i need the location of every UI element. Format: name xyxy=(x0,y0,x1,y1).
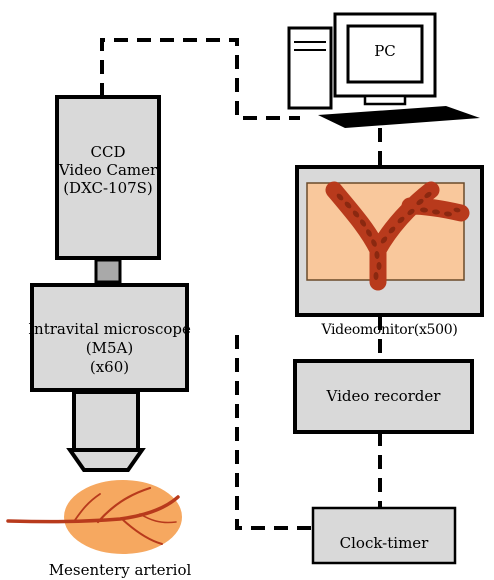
pc-label: PC xyxy=(374,42,396,60)
specimen-label: Mesentery arteriol xyxy=(48,561,192,579)
video-recorder-box xyxy=(293,359,474,434)
microscope-label-line1: Intravital microscope xyxy=(28,320,191,338)
pc-keyboard xyxy=(318,106,480,128)
video-monitor xyxy=(295,165,484,317)
camera-pc-connection xyxy=(100,38,300,120)
ccd-camera-box xyxy=(55,95,161,260)
microscope-label: Intravital microscope (M5A) (x60) xyxy=(10,320,209,377)
camera-label-line3: (DXC-107S) xyxy=(63,179,153,197)
dashed-connections xyxy=(100,38,382,530)
camera-connector xyxy=(94,258,122,284)
video-monitor-label: Videomonitor(x500) xyxy=(321,322,458,338)
camera-label: CCD Video Camer (DXC-107S) xyxy=(57,143,159,197)
mesentery-specimen xyxy=(6,480,182,554)
objective-tip xyxy=(66,448,146,472)
specimen-main-vessel xyxy=(6,495,180,524)
blood-cells xyxy=(336,191,461,280)
clock-timer-label: Clock-timer xyxy=(339,534,429,552)
video-recorder-label: Video recorder xyxy=(326,387,441,405)
pc-tower xyxy=(287,26,333,110)
microscope-label-line2: (M5A) xyxy=(85,339,134,357)
pc-computer xyxy=(287,12,480,128)
camera-label-line1: CCD xyxy=(90,143,126,161)
timer-scope-connection xyxy=(235,335,312,530)
objective-lens xyxy=(72,390,140,452)
clock-timer-box xyxy=(311,506,457,565)
microscope-label-line3: (x60) xyxy=(89,358,130,376)
pc-screen xyxy=(346,24,424,84)
camera-label-line2: Video Camer xyxy=(58,161,158,179)
